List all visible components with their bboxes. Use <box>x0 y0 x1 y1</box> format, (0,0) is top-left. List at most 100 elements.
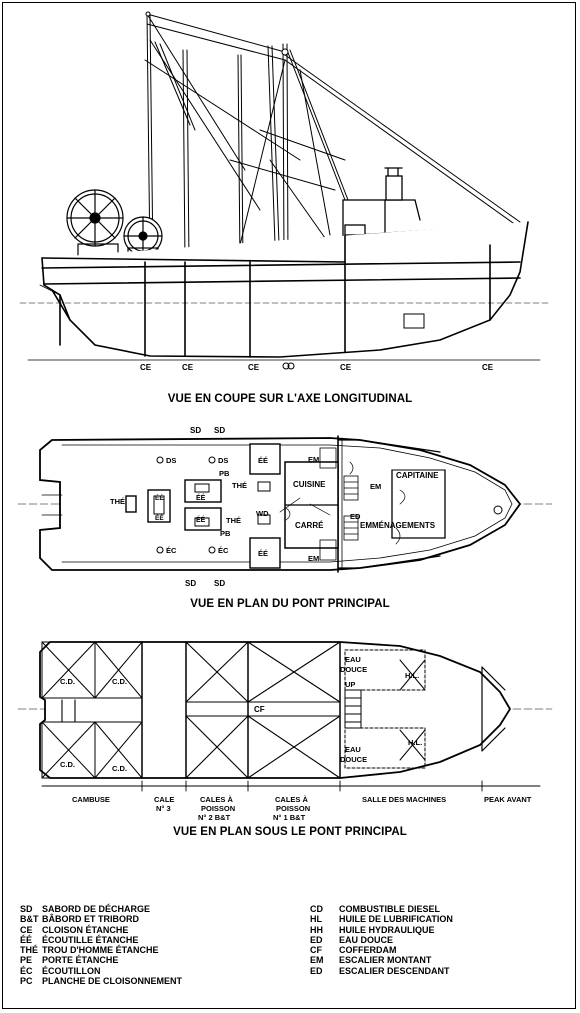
legend-code: CD <box>310 904 323 914</box>
hull-profile <box>39 221 529 358</box>
sd-label: SD <box>185 579 196 588</box>
main-deck-plan: SD SD SD SD DS DS ÉC ÉC ÉÉ ÉÉ ÉÉ ÉÉ ÉÉ É… <box>17 426 553 588</box>
legend-text: BÂBORD ET TRIBORD <box>42 914 139 925</box>
ds-label: DS <box>218 456 228 465</box>
ce-label: CE <box>248 363 260 372</box>
legend-text: SABORD DE DÉCHARGE <box>42 904 151 914</box>
legend-code: PE <box>20 955 33 966</box>
cd-label: C.D. <box>60 760 75 769</box>
ce-label: CE <box>340 363 352 372</box>
legend-row: ÉÉ ÉCOUTILLE ÉTANCHE <box>20 935 182 945</box>
legend-row: SD SABORD DE DÉCHARGE <box>20 904 182 914</box>
bulwark-inner <box>61 444 513 563</box>
legend-code: B&T <box>20 914 39 925</box>
legend-code: HL <box>310 914 322 925</box>
hl-label: H.L. <box>405 671 419 680</box>
legend-row: ÉC ÉCOUTILLON <box>20 966 182 976</box>
hold3-zone-label: CALE <box>154 795 174 804</box>
legend-text: HUILE HYDRAULIQUE <box>339 924 435 935</box>
legend-code: CE <box>20 924 33 935</box>
legend-text: HUILE DE LUBRIFICATION <box>339 914 453 925</box>
pb-label: PB <box>220 529 231 538</box>
cf-label: CF <box>254 705 265 714</box>
legend-code: CF <box>310 945 322 956</box>
sd-label: SD <box>214 426 225 435</box>
cd-label: C.D. <box>60 677 75 686</box>
mess-label: CARRÉ <box>295 521 324 530</box>
legend-row: EM ESCALIER MONTANT <box>310 955 453 965</box>
rigging <box>144 11 521 263</box>
the-label: THÉ <box>226 516 241 525</box>
wd-label: WD <box>256 509 269 518</box>
em-label: EM <box>308 554 319 563</box>
fresh-water-label: DOUCE <box>340 755 367 764</box>
ee-label: ÉÉ <box>196 493 206 502</box>
hold1-zone-label: POISSON <box>276 804 310 813</box>
legend-text: ÉCOUTILLON <box>42 965 101 976</box>
legend-row: CE CLOISON ÉTANCHE <box>20 925 182 935</box>
below-deck-title: VUE EN PLAN SOUS LE PONT PRINCIPAL <box>173 826 407 838</box>
legend-text: TROU D'HOMME ÉTANCHE <box>42 945 159 956</box>
below-labels: C.D. C.D. C.D. C.D. CF EAU DOUCE EAU DOU… <box>60 655 422 773</box>
hl-label: H.L. <box>408 738 422 747</box>
up-label: UP <box>345 680 355 689</box>
stores-zone-label: CAMBUSE <box>72 795 110 804</box>
legend-text: PLANCHE DE CLOISONNEMENT <box>42 976 183 987</box>
ee-label: ÉÉ <box>258 549 268 558</box>
hold3-zone-label: N° 3 <box>156 804 171 813</box>
legend-code: ED <box>310 965 323 976</box>
legend-code: ÉÉ <box>20 934 33 945</box>
legend-row: ED ESCALIER DESCENDANT <box>310 966 453 976</box>
legend-code: THÉ <box>20 945 38 956</box>
zone-dimension-line <box>41 780 541 792</box>
section-view-title: VUE EN COUPE SUR L'AXE LONGITUDINAL <box>167 393 413 405</box>
fuel-tanks <box>41 641 143 779</box>
deck-labels: SD SD SD SD DS DS ÉC ÉC ÉÉ ÉÉ ÉÉ ÉÉ ÉÉ É… <box>110 426 439 588</box>
door-swings <box>279 461 406 545</box>
em-label: EM <box>370 482 381 491</box>
below-deck-plan: C.D. C.D. C.D. C.D. CF EAU DOUCE EAU DOU… <box>17 641 553 822</box>
legend-text: ESCALIER MONTANT <box>339 955 432 966</box>
ee-label: ÉÉ <box>258 456 268 465</box>
ce-label: CE <box>482 363 494 372</box>
bulkhead-labels: CE CE CE CE CE <box>140 363 494 372</box>
hull-outline <box>39 641 512 779</box>
legend-row: HL HUILE DE LUBRIFICATION <box>310 914 453 924</box>
ed-label: ED <box>350 512 361 521</box>
hold1-zone-label: CALES À <box>275 795 309 804</box>
legend-code: SD <box>20 904 33 914</box>
legend-code: ÉC <box>20 965 33 976</box>
legend-code: EM <box>310 955 324 966</box>
galley-label: CUISINE <box>293 480 326 489</box>
legend-code: ED <box>310 934 323 945</box>
legend-text: PORTE ÉTANCHE <box>42 955 119 966</box>
ee-label: ÉÉ <box>196 515 206 524</box>
the-label: THÉ <box>110 497 125 506</box>
sd-label: SD <box>214 579 225 588</box>
legend-row: PE PORTE ÉTANCHE <box>20 955 182 965</box>
fish-holds <box>61 641 341 779</box>
ds-label: DS <box>166 456 176 465</box>
legend-text: ESCALIER DESCENDANT <box>339 965 450 976</box>
cd-label: C.D. <box>112 764 127 773</box>
ec-label: ÉC <box>166 546 177 555</box>
accommodations-label: EMMÉNAGEMENTS <box>360 521 436 530</box>
hold2-zone-label: CALES À <box>200 795 234 804</box>
legend-text: ÉCOUTILLE ÉTANCHE <box>42 934 139 945</box>
legend-text: EAU DOUCE <box>339 934 394 945</box>
hold2-zone-label: N° 2 B&T <box>198 813 231 822</box>
winch-drums <box>66 189 163 263</box>
pb-label: PB <box>219 469 230 478</box>
zone-labels: CAMBUSE CALE N° 3 CALES À POISSON N° 2 B… <box>72 795 532 822</box>
side-section-view: CE CE CE CE CE <box>19 11 549 372</box>
propeller-icon <box>282 362 295 370</box>
ce-label: CE <box>140 363 152 372</box>
legend-text: CLOISON ÉTANCHE <box>42 924 129 935</box>
